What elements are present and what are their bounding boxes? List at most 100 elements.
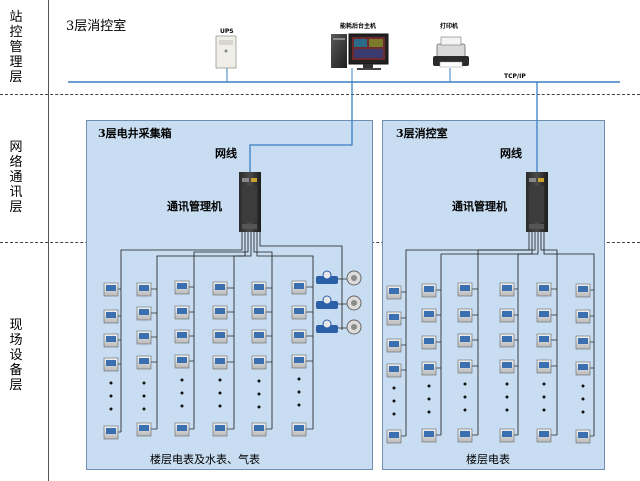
right-manager-label: 通讯管理机 bbox=[452, 200, 507, 213]
meter-icon bbox=[575, 283, 591, 298]
meter-icon bbox=[575, 335, 591, 350]
ellipsis-dot bbox=[109, 407, 113, 411]
meter-icon bbox=[421, 283, 437, 298]
ellipsis-dot bbox=[297, 403, 301, 407]
meter-icon bbox=[421, 335, 437, 350]
ellipsis-dot bbox=[427, 384, 431, 388]
rs485-wire bbox=[253, 232, 273, 429]
rs485-wire bbox=[193, 232, 249, 429]
ellipsis-dot bbox=[257, 405, 261, 409]
right-net-label: 网线 bbox=[500, 147, 522, 160]
meter-icon bbox=[103, 357, 119, 372]
meter-icon bbox=[291, 354, 307, 369]
right-comm-manager-icon bbox=[526, 172, 548, 232]
ellipsis-dot bbox=[542, 395, 546, 399]
ellipsis-dot bbox=[505, 408, 509, 412]
rs485-wire bbox=[259, 232, 343, 330]
host-label: 能耗后台主机 bbox=[340, 23, 377, 30]
ellipsis-dot bbox=[427, 397, 431, 401]
rs485-wire bbox=[405, 232, 530, 436]
rs485-wire bbox=[477, 232, 536, 435]
meter-icon bbox=[212, 281, 228, 296]
right-control-panel bbox=[382, 120, 605, 470]
meter-icon bbox=[536, 428, 552, 443]
ellipsis-dot bbox=[463, 395, 467, 399]
meter-icon bbox=[174, 329, 190, 344]
rs485-wire bbox=[156, 232, 246, 429]
meter-icon bbox=[103, 282, 119, 297]
gas-meter-icon bbox=[346, 270, 362, 286]
meter-icon bbox=[251, 281, 267, 296]
ellipsis-dot bbox=[581, 384, 585, 388]
layer-label-station: 站控管理层 bbox=[9, 10, 23, 85]
meter-icon bbox=[457, 333, 473, 348]
meter-icon bbox=[291, 305, 307, 320]
meter-icon bbox=[174, 305, 190, 320]
meter-icon bbox=[251, 355, 267, 370]
ellipsis-dot bbox=[180, 391, 184, 395]
ellipsis-dot bbox=[392, 386, 396, 390]
ellipsis-dot bbox=[109, 394, 113, 398]
meter-icon bbox=[421, 428, 437, 443]
ellipsis-dot bbox=[218, 404, 222, 408]
ellipsis-dot bbox=[392, 399, 396, 403]
meter-icon bbox=[136, 330, 152, 345]
rs485-wire bbox=[440, 232, 533, 435]
ellipsis-dot bbox=[109, 381, 113, 385]
page-title: 3层消控室 bbox=[66, 19, 127, 34]
meter-icon bbox=[212, 329, 228, 344]
rs485-wire bbox=[543, 232, 595, 436]
meter-icon bbox=[536, 282, 552, 297]
ellipsis-dot bbox=[392, 412, 396, 416]
water-meter-icon bbox=[316, 295, 338, 309]
meter-icon bbox=[536, 333, 552, 348]
right-panel-footer: 楼层电表 bbox=[466, 453, 510, 466]
meter-icon bbox=[457, 308, 473, 323]
ellipsis-dot bbox=[463, 382, 467, 386]
meter-icon bbox=[457, 282, 473, 297]
meter-icon bbox=[136, 306, 152, 321]
meter-icon bbox=[386, 285, 402, 300]
meter-icon bbox=[251, 329, 267, 344]
meter-icon bbox=[136, 422, 152, 437]
meter-icon bbox=[421, 308, 437, 323]
meter-icon bbox=[251, 422, 267, 437]
left-comm-manager-icon bbox=[239, 172, 261, 232]
meter-icon bbox=[499, 308, 515, 323]
ellipsis-dot bbox=[463, 408, 467, 412]
layer-divider-vertical bbox=[48, 0, 49, 481]
left-manager-label: 通讯管理机 bbox=[167, 200, 222, 213]
left-net-label: 网线 bbox=[215, 147, 237, 160]
meter-icon bbox=[421, 361, 437, 376]
ellipsis-dot bbox=[505, 395, 509, 399]
ellipsis-dot bbox=[297, 377, 301, 381]
meter-icon bbox=[212, 422, 228, 437]
ups-label: UPS bbox=[220, 28, 234, 35]
gas-meter-icon bbox=[346, 295, 362, 311]
meter-icon bbox=[212, 355, 228, 370]
rs485-wire bbox=[120, 232, 243, 432]
rs485-wire bbox=[517, 232, 539, 435]
water-meter-icon bbox=[316, 270, 338, 284]
field-devices bbox=[103, 270, 591, 444]
gas-meter-icon bbox=[346, 319, 362, 335]
ellipsis-dot bbox=[581, 397, 585, 401]
ellipsis-dot bbox=[257, 392, 261, 396]
meter-icon bbox=[174, 280, 190, 295]
rs485-wire bbox=[540, 232, 558, 435]
host-computer-icon bbox=[331, 33, 389, 70]
left-panel-footer: 楼层电表及水表、气表 bbox=[150, 453, 260, 466]
ups-icon bbox=[215, 35, 237, 69]
ellipsis-dot bbox=[542, 408, 546, 412]
meter-icon bbox=[457, 428, 473, 443]
meter-icon bbox=[136, 282, 152, 297]
meter-icon bbox=[212, 305, 228, 320]
rs485-wiring bbox=[118, 232, 595, 437]
ellipsis-dot bbox=[542, 382, 546, 386]
meter-icon bbox=[251, 305, 267, 320]
printer-icon bbox=[433, 36, 469, 68]
meter-icon bbox=[386, 429, 402, 444]
ellipsis-dot bbox=[505, 382, 509, 386]
meter-icon bbox=[536, 308, 552, 323]
